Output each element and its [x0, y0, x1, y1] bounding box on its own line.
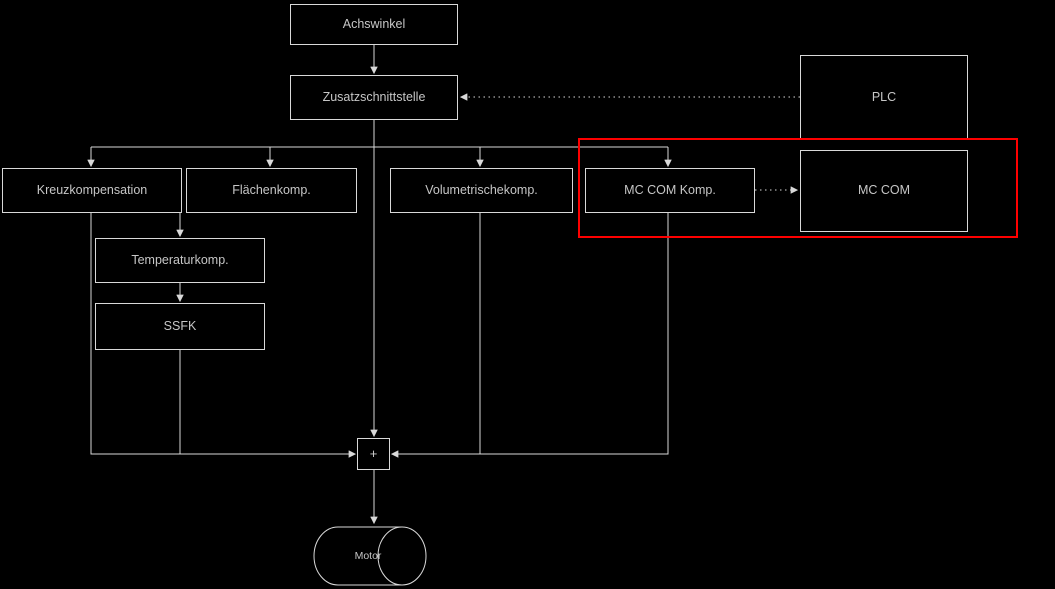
node-kreuzkompensation: Kreuzkompensation [2, 168, 182, 213]
node-plc: PLC [800, 55, 968, 140]
node-temperaturkomp: Temperaturkomp. [95, 238, 265, 283]
node-summation: + [357, 438, 390, 470]
node-zusatzschnittstelle: Zusatzschnittstelle [290, 75, 458, 120]
node-achswinkel: Achswinkel [290, 4, 458, 45]
node-mc-com: MC COM [800, 150, 968, 232]
edge-mccomkomp-sum [480, 213, 669, 455]
node-flaechenkomp: Flächenkomp. [186, 168, 357, 213]
node-motor-label: Motor [354, 550, 382, 562]
motor-cylinder [313, 526, 427, 586]
node-volumetrischekomp: Volumetrischekomp. [390, 168, 573, 213]
edge-volum-sum [390, 213, 481, 458]
edge-ssfk-sum [179, 350, 357, 458]
edge-kreuz-sum [90, 213, 180, 455]
node-ssfk: SSFK [95, 303, 265, 350]
node-mc-com-komp: MC COM Komp. [585, 168, 755, 213]
